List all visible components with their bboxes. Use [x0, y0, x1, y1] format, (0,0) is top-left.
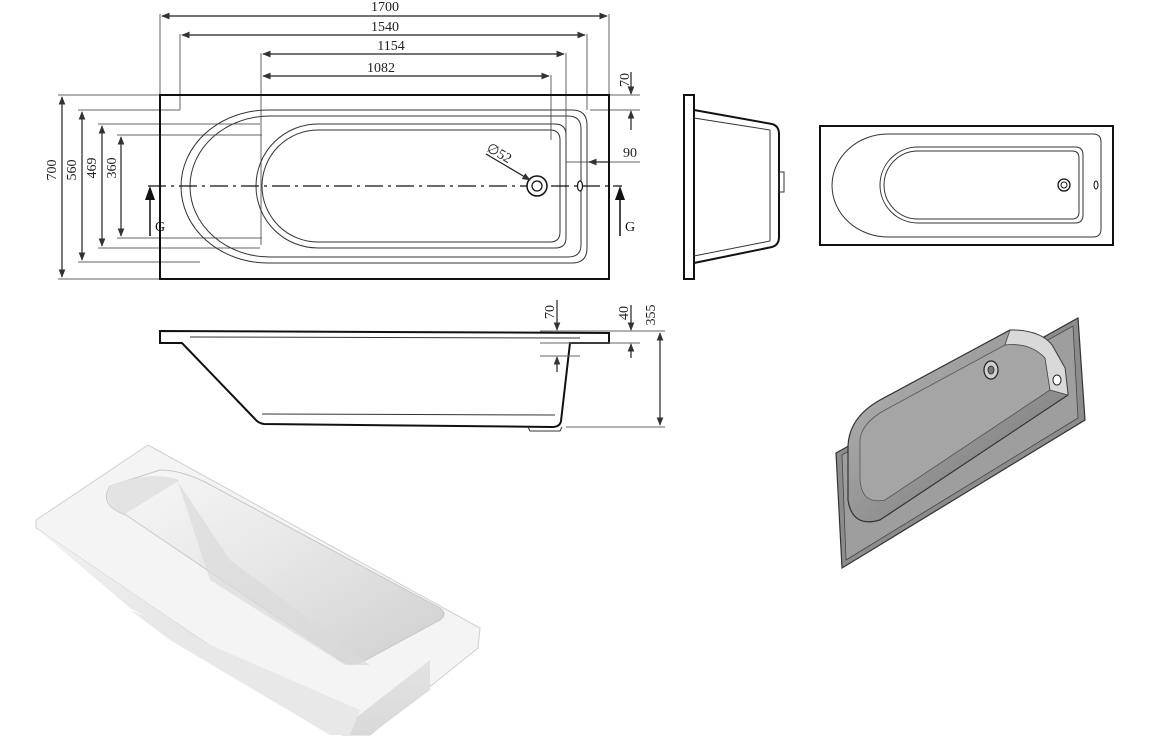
dim-70-side-label: 70 — [543, 305, 558, 319]
small-plan-view — [819, 125, 1114, 246]
plan-rim-outline — [180, 109, 588, 264]
plan-drain — [526, 175, 548, 197]
dim-1082-label: 1082 — [367, 61, 395, 76]
dim-70-top-label: 70 — [618, 73, 633, 87]
dim-360-label: 360 — [105, 158, 120, 179]
dim-40-label: 40 — [617, 306, 632, 320]
plan-outer-rim — [159, 94, 610, 280]
tub-render-grey — [835, 317, 1086, 570]
dim-90-label: 90 — [623, 146, 637, 161]
dim-469-label: 469 — [85, 158, 100, 179]
plan-view: 1700 1540 1154 1082 70 90 700 560 469 3 — [45, 0, 640, 280]
dim-1700-label: 1700 — [371, 0, 399, 15]
dim-1540-label: 1540 — [371, 20, 399, 35]
dim-355-label: 355 — [644, 305, 659, 326]
end-view — [683, 94, 785, 280]
dim-drain-label: ∅52 — [484, 141, 514, 167]
section-marker-right: G — [625, 220, 635, 235]
tub-render-white — [35, 444, 481, 736]
plan-inner-bowl — [255, 123, 567, 249]
dim-1154-label: 1154 — [377, 39, 404, 54]
dim-700-label: 700 — [45, 160, 60, 181]
section-marker-left: G — [155, 220, 165, 235]
side-view: 70 40 355 — [159, 300, 665, 432]
dim-560-label: 560 — [65, 160, 80, 181]
